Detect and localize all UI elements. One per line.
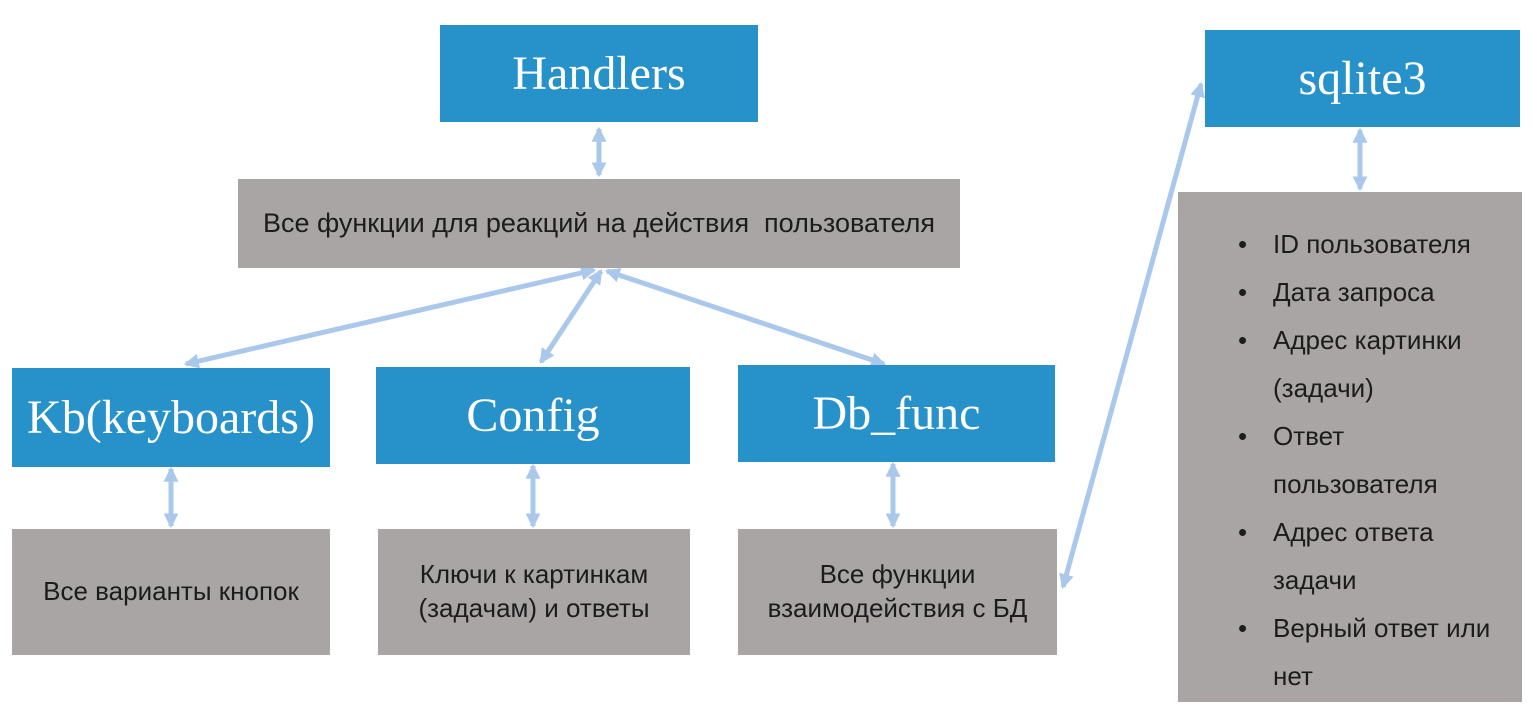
note-handlers-description: Все функции для реакций на действия поль… [238,179,960,268]
node-sqlite3-label: sqlite3 [1298,52,1427,105]
field-list-item: ID пользователя [1236,220,1492,268]
node-db-func: Db_func [738,365,1055,462]
note-config-text: Ключи к картинкам (задачам) и ответы [418,559,650,623]
field-list-item: Ответ пользователя [1236,412,1492,508]
node-kb-keyboards: Kb(keyboards) [12,368,330,467]
node-db-func-label: Db_func [812,387,981,440]
node-sqlite3: sqlite3 [1205,30,1520,127]
note-kb-text: Все варианты кнопок [43,576,299,607]
node-handlers: Handlers [440,25,758,122]
arrow-note-kb [183,265,597,369]
node-config-label: Config [466,389,600,442]
note-db-func-text: Все функции взаимодействия с БД [767,559,1028,623]
field-list-item: Адрес ответа задачи [1236,508,1492,604]
node-kb-label: Kb(keyboards) [27,391,315,444]
node-handlers-label: Handlers [512,47,686,100]
field-list-item: Верный ответ или нет [1236,604,1492,700]
field-list-item: Дата запроса [1236,268,1492,316]
note-db-func-description: Все функции взаимодействия с БД [738,529,1057,655]
node-config: Config [376,367,690,464]
note-kb-description: Все варианты кнопок [12,529,330,655]
note-config-description: Ключи к картинкам (задачам) и ответы [378,529,690,655]
arrow-note-config [538,269,604,364]
arrow-note-dbfunc [604,267,887,368]
field-list-item: Адрес картинки (задачи) [1236,316,1492,412]
sqlite3-field-list: ID пользователяДата запросаАдрес картинк… [1178,192,1522,700]
note-sqlite3-fields: ID пользователяДата запросаАдрес картинк… [1178,192,1522,702]
note-handlers-text: Все функции для реакций на действия поль… [262,207,936,238]
